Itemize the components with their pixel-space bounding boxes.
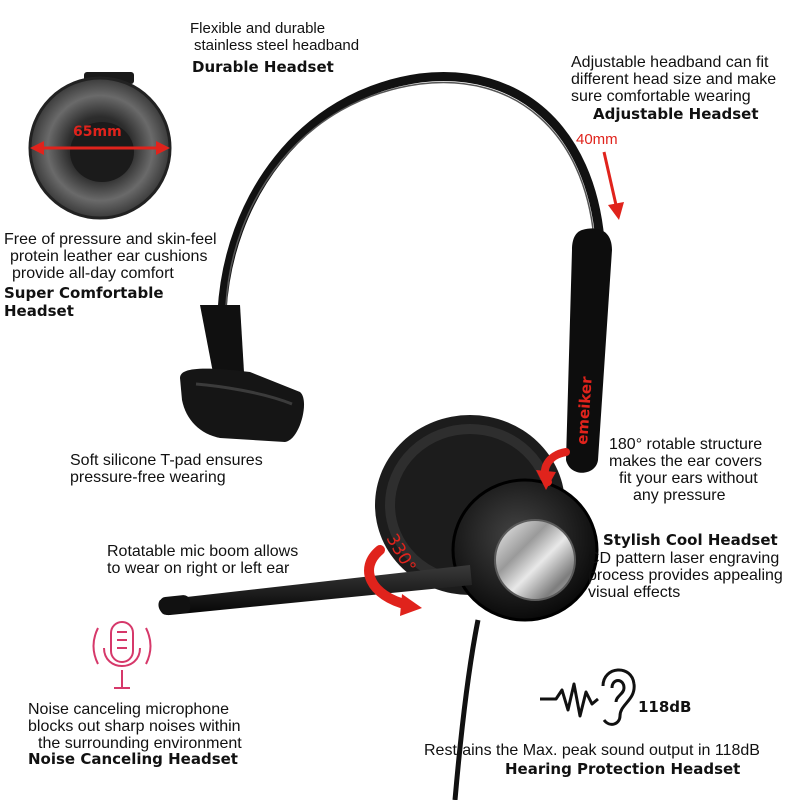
headband-slider bbox=[566, 228, 612, 473]
t-pad bbox=[180, 368, 305, 442]
mic-boom bbox=[158, 565, 472, 616]
stylish-title: Stylish Cool Headset bbox=[603, 531, 778, 549]
noise-title: Noise Canceling Headset bbox=[28, 750, 238, 768]
noise-description: Noise canceling microphone blocks out sh… bbox=[28, 701, 242, 752]
microphone-icon bbox=[92, 621, 152, 689]
rotation-arrow-330 bbox=[364, 545, 413, 610]
mic-boom-description: Rotatable mic boom allows to wear on rig… bbox=[107, 543, 299, 577]
cd-pattern-disc bbox=[495, 520, 575, 600]
durable-description: Flexible and durable stainless steel hea… bbox=[190, 20, 360, 54]
hearing-description: Restrains the Max. peak sound output in … bbox=[424, 742, 760, 759]
cable bbox=[452, 619, 481, 800]
hearing-title: Hearing Protection Headset bbox=[505, 760, 741, 778]
adjustment-length-label: 40mm bbox=[576, 131, 618, 148]
stylish-description: CD pattern laser engraving process provi… bbox=[588, 550, 783, 601]
comfortable-title: Super Comfortable Headset bbox=[4, 284, 164, 320]
brand-logo: emeiker bbox=[573, 375, 596, 445]
rotatable-description: 180° rotable structure makes the ear cov… bbox=[609, 436, 763, 504]
ear-soundwave-icon bbox=[540, 668, 636, 726]
cushion-closeup: 65mm bbox=[28, 72, 172, 220]
headband bbox=[217, 72, 605, 317]
db-limit-label: 118dB bbox=[638, 698, 692, 716]
adjustable-title: Adjustable Headset bbox=[593, 105, 759, 123]
comfortable-description: Free of pressure and skin-feel protein l… bbox=[4, 231, 217, 282]
durable-title: Durable Headset bbox=[192, 58, 334, 76]
t-pad-stem bbox=[200, 305, 244, 378]
tpad-description: Soft silicone T-pad ensures pressure-fre… bbox=[70, 452, 263, 486]
adjust-arrow-icon bbox=[608, 202, 624, 220]
cushion-size-label: 65mm bbox=[73, 124, 122, 140]
adjustable-description: Adjustable headband can fit different he… bbox=[571, 54, 777, 105]
